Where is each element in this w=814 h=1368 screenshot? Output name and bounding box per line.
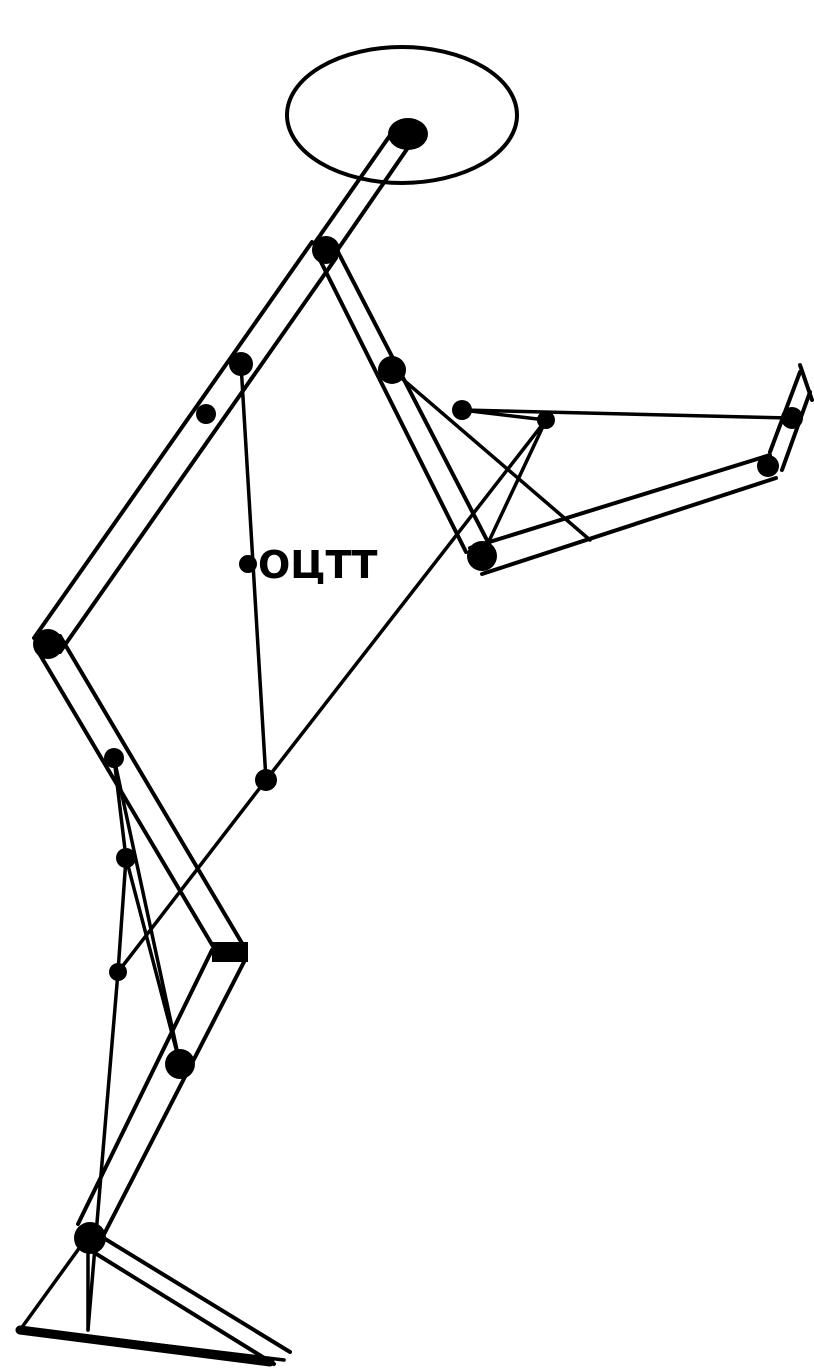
trunk-mass-dot [229, 352, 253, 376]
forearm-segment [470, 455, 776, 574]
head-outline [287, 47, 517, 183]
center-label: ОЦТТ [258, 543, 377, 587]
leg-dot [116, 848, 136, 868]
shoulder-joint-dot [312, 236, 340, 264]
construction-lines [20, 364, 790, 1330]
upper-arm-mass-dot [378, 356, 406, 384]
wrist-dot [757, 455, 779, 477]
ankle-joint-dot [74, 1222, 106, 1254]
thigh-segment [36, 636, 246, 950]
hand-dot [781, 407, 803, 429]
shank-mass-dot [165, 1049, 195, 1079]
elbow-joint-dot [467, 541, 497, 571]
knee-joint-marker [212, 942, 248, 962]
trunk-segment [34, 242, 336, 652]
center-of-mass-dot [255, 769, 277, 791]
trunk-lower-dot [196, 404, 216, 424]
shank-dot [109, 963, 127, 981]
foot-segment [20, 1226, 290, 1364]
label-dot [239, 555, 257, 573]
arm-line-dot [452, 400, 472, 420]
hip-joint-dot [33, 629, 63, 659]
arm-line-dot-2 [537, 411, 555, 429]
thigh-mass-dot [104, 748, 124, 768]
head-center-dot [388, 118, 428, 150]
